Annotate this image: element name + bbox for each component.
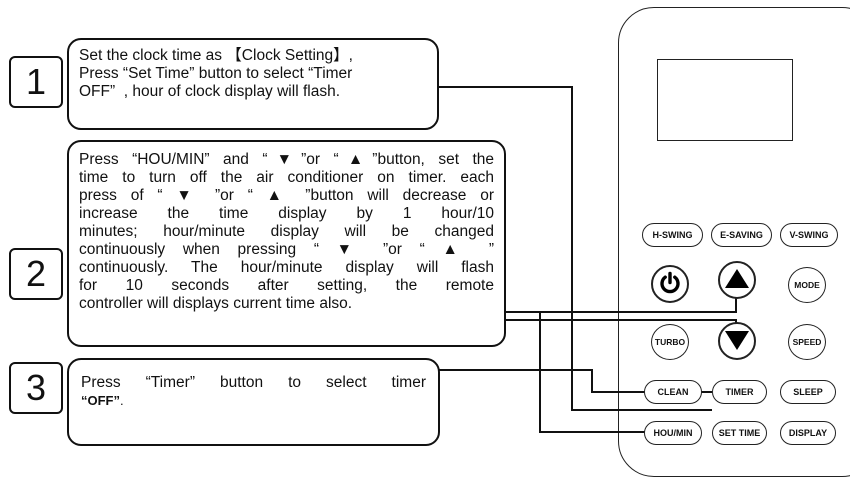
step-1-callout: Set the clock time as 【Clock Setting】, P… — [67, 38, 439, 130]
sleep-button[interactable]: SLEEP — [780, 380, 836, 404]
step-2-line: continuously. The hour/minute display wi… — [79, 259, 494, 276]
connector-step2-down-arrow — [502, 312, 737, 326]
turbo-button[interactable]: TURBO — [651, 324, 689, 360]
e-saving-button[interactable]: E-SAVING — [711, 223, 772, 247]
speed-button[interactable]: SPEED — [788, 324, 826, 360]
step-3-line: “OFF”. — [81, 392, 426, 410]
connector-step2-up-arrow — [503, 297, 737, 313]
hou-min-button[interactable]: HOU/MIN — [644, 421, 702, 445]
display-button[interactable]: DISPLAY — [780, 421, 836, 445]
step-2-line: continuously when pressing “ ▼ ”or “ ▲ ” — [79, 241, 494, 258]
connector-step2-hou-min — [539, 312, 645, 433]
down-arrow-button[interactable] — [718, 322, 756, 360]
step-2-line: for 10 seconds after setting, the remote — [79, 277, 494, 294]
power-icon — [657, 270, 683, 298]
step-2-line: minutes; hour/minute display will be cha… — [79, 223, 494, 240]
step-3-line: Press “Timer” button to select timer — [81, 374, 426, 391]
step-number-3: 3 — [9, 362, 63, 414]
mode-button[interactable]: MODE — [788, 267, 826, 303]
step-2-line: time to turn off the air conditioner on … — [79, 169, 494, 186]
power-button[interactable] — [651, 265, 689, 303]
remote-display-screen — [657, 59, 793, 141]
step-3-callout: Press “Timer” button to select timer “OF… — [67, 358, 440, 446]
timer-button[interactable]: TIMER — [712, 380, 767, 404]
step-2-line: press of “ ▼ ”or “ ▲ ”button will decrea… — [79, 187, 494, 204]
step-3-period: . — [120, 393, 124, 408]
step-3-off-label: “OFF” — [81, 393, 120, 408]
connector-step1-set-time — [436, 86, 712, 411]
h-swing-button[interactable]: H-SWING — [642, 223, 703, 247]
v-swing-button[interactable]: V-SWING — [780, 223, 838, 247]
step-2-callout: Press “HOU/MIN” and “▼”or “▲”button, set… — [67, 140, 506, 347]
set-time-button[interactable]: SET TIME — [712, 421, 767, 445]
step-2-line: controller will displays current time al… — [79, 295, 353, 312]
step-2-line: increase the time display by 1 hour/10 — [79, 205, 494, 222]
step-1-line: OFF” , hour of clock display will flash. — [79, 83, 340, 100]
step-1-line: Set the clock time as 【Clock Setting】, — [79, 47, 353, 64]
up-arrow-icon — [724, 268, 750, 292]
down-arrow-icon — [724, 329, 750, 353]
step-1-line: Press “Set Time” button to select “Timer — [79, 65, 353, 82]
clean-button[interactable]: CLEAN — [644, 380, 702, 404]
step-number-1: 1 — [9, 56, 63, 108]
up-arrow-button[interactable] — [718, 261, 756, 299]
step-2-line: Press “HOU/MIN” and “▼”or “▲”button, set… — [79, 151, 494, 168]
step-number-2: 2 — [9, 248, 63, 300]
